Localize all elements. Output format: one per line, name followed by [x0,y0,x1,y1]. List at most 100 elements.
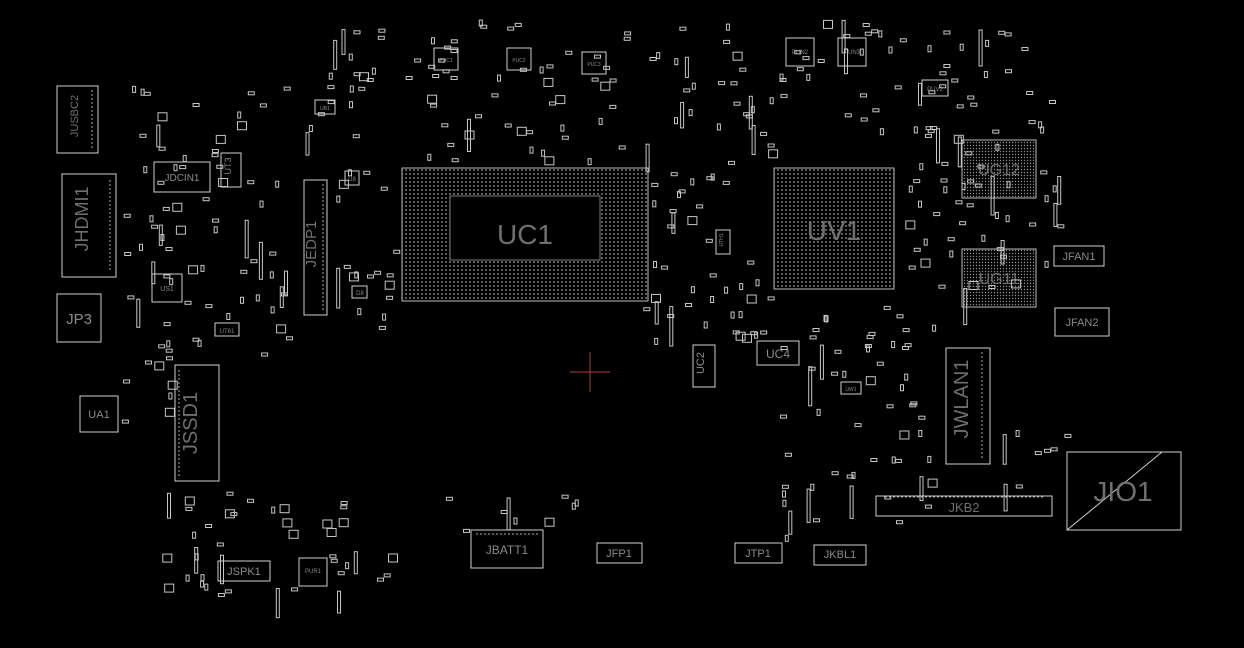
passive-component [157,180,165,185]
passive-component [1029,222,1037,227]
jhdmi1-connector[interactable]: JHDMI1 [61,173,117,278]
ub1-chip[interactable]: UB1 [314,99,336,115]
passive-component [739,67,747,72]
passive-component [561,135,569,140]
passive-component [212,218,220,223]
passive-component [780,93,788,98]
jp3-connector[interactable]: JP3 [56,293,102,343]
uc4-chip[interactable]: UC4 [756,340,800,366]
passive-component [1000,240,1005,265]
jkbl1-connector[interactable]: JKBL1 [813,544,867,566]
passive-component [463,528,470,533]
passive-component [405,76,413,80]
ug11-memory[interactable]: UG11 [961,248,1037,308]
jfan1-connector[interactable]: JFAN1 [1053,245,1105,267]
passive-component [767,143,775,148]
passive-component [730,81,738,86]
passive-component [594,54,601,59]
jusbc2-label: JUSBC2 [69,95,81,137]
passive-component [904,343,912,348]
us1-label: US1 [160,286,174,293]
passive-component [383,573,391,578]
passive-component [539,66,544,74]
passive-component [654,337,659,345]
jtp1-connector[interactable]: JTP1 [734,542,783,564]
us1-chip[interactable]: US1 [151,273,183,303]
passive-component [879,128,884,136]
ut61-label: UT61 [220,329,235,335]
jfan2-connector[interactable]: JFAN2 [1054,307,1110,337]
passive-component [724,286,729,294]
uw1-chip[interactable]: UW1 [840,381,862,395]
uc2-chip[interactable]: UC2 [692,344,716,388]
passive-component [442,69,450,74]
passive-component [812,328,820,332]
passive-component [609,78,617,83]
passive-component [123,213,131,218]
passive-component [1064,433,1072,438]
jssd1-connector[interactable]: JSSD1 [174,364,220,482]
jspk1-connector[interactable]: JSPK1 [217,560,271,582]
puc2-chip[interactable]: PUC2 [506,47,532,71]
passive-component [943,64,951,68]
passive-component [165,247,173,251]
passive-component [337,590,341,614]
jdcin1-connector[interactable]: JDCIN1 [153,161,211,193]
puc1-chip[interactable]: PUC1 [433,47,459,71]
jbatt1-connector[interactable]: JBATT1 [470,529,544,569]
passive-component [1005,69,1012,74]
passive-component [1010,279,1021,289]
passive-component [669,209,677,214]
passive-component [919,476,924,502]
passive-component [139,243,143,251]
ut61-chip[interactable]: UT61 [214,322,240,337]
jedp1-connector[interactable]: JEDP1 [303,179,328,316]
passive-component [192,337,200,342]
jusbc2-connector[interactable]: JUSBC2 [56,85,99,154]
passive-component [739,283,744,291]
jio1-connector[interactable]: JIO1 [1066,451,1182,531]
jkb2-connector[interactable]: JKB2 [875,495,1053,517]
passive-component [226,313,231,320]
passive-component [237,121,247,131]
passive-component [284,270,288,296]
jwlan1-connector[interactable]: JWLAN1 [945,347,991,465]
uth1-chip[interactable]: UTH1 [715,229,731,255]
pun2-chip[interactable]: PUN2 [785,37,815,67]
passive-component [886,404,894,409]
passive-component [151,224,159,229]
jfp1-connector[interactable]: JFP1 [596,542,643,564]
jedp1-label: JEDP1 [303,221,320,268]
uc1-cpu[interactable]: UC1 [401,167,649,302]
pur1-chip[interactable]: PUR1 [298,557,328,587]
uv1-gpu[interactable]: UV1 [773,167,895,290]
passive-component [609,104,617,109]
puc3-chip[interactable]: PUC3 [581,51,607,75]
passive-component [760,131,768,136]
passive-component [526,130,534,135]
passive-component [691,82,696,90]
ug12-memory[interactable]: UG12 [961,139,1037,199]
passive-component [751,125,756,155]
passive-component [281,292,288,297]
passive-component [1021,47,1029,51]
pun3-chip[interactable]: PUN3 [837,37,867,67]
passive-component [169,278,174,286]
jfp1-label: JFP1 [606,548,632,560]
passive-component [865,376,876,386]
d8-diode[interactable]: D8 [351,285,368,299]
passive-component [240,269,248,274]
passive-component [1002,434,1007,465]
passive-component [1053,202,1058,227]
passive-component [690,178,695,186]
passive-component [624,31,632,36]
passive-component [192,103,200,107]
passive-component [175,225,186,235]
ut3-chip[interactable]: UT3 [220,152,242,188]
passive-component [750,331,758,336]
passive-component [781,484,789,489]
passive-component [1028,120,1036,125]
ua1-chip[interactable]: UA1 [79,395,119,433]
passive-component [938,284,946,289]
passive-component [247,498,254,503]
